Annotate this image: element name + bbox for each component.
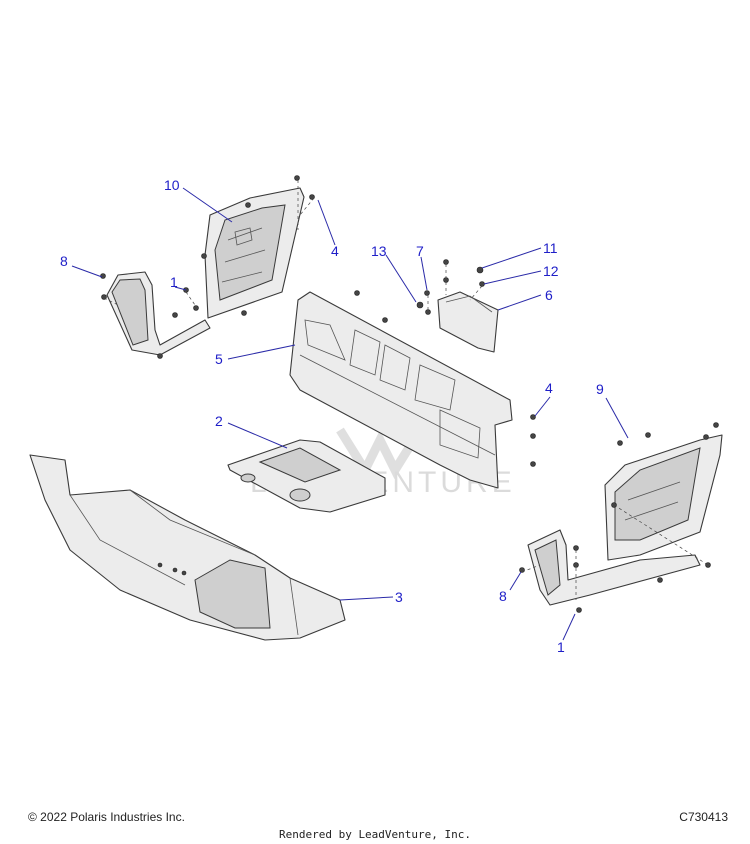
callout-13: 13 [371, 243, 387, 259]
callout-1-lower: 1 [557, 639, 565, 655]
callout-7: 7 [416, 243, 424, 259]
callout-9: 9 [596, 381, 604, 397]
callout-3: 3 [395, 589, 403, 605]
callout-1-upper: 1 [170, 274, 178, 290]
alignment-lines [103, 180, 709, 600]
callout-11: 11 [543, 240, 558, 256]
fasteners [100, 175, 719, 613]
callout-6: 6 [545, 287, 553, 303]
callout-5: 5 [215, 351, 223, 367]
part-3-floor [29, 454, 346, 641]
part-5-dash-panel [289, 291, 513, 489]
part-right-kick-panel [527, 529, 701, 606]
rendered-by-text: Rendered by LeadVenture, Inc. [278, 828, 472, 841]
callout-12: 12 [543, 263, 559, 279]
callout-2: 2 [215, 413, 223, 429]
part-10-left-door [204, 187, 305, 319]
part-2-tunnel-cover [227, 439, 386, 513]
callout-10: 10 [164, 177, 180, 193]
callout-8-left: 8 [60, 253, 68, 269]
copyright-text: © 2022 Polaris Industries Inc. [28, 810, 185, 824]
part-9-right-door [604, 434, 723, 561]
parts-diagram: LEADVENTURE [29, 175, 723, 655]
callout-8-right: 8 [499, 588, 507, 604]
part-6-bracket [437, 291, 499, 353]
callout-4-upper: 4 [331, 243, 339, 259]
diagram-id: C730413 [679, 810, 728, 824]
leader-lines [71, 187, 629, 641]
part-left-kick-panel [106, 271, 211, 356]
callout-4-right: 4 [545, 380, 553, 396]
callout-labels: 10 4 8 1 13 7 11 12 6 5 4 9 2 3 8 1 [60, 177, 604, 655]
